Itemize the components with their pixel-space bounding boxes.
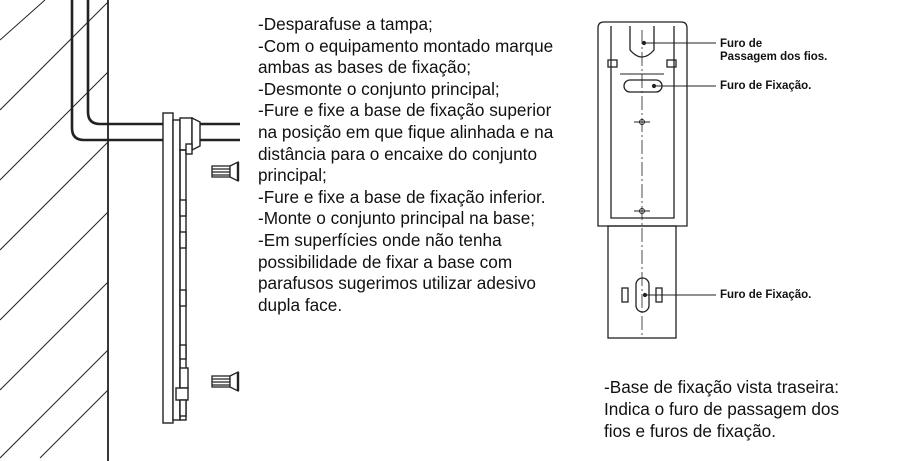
instruction-step: -Desparafuse a tampa; — [258, 14, 433, 34]
fixing-hole-top-label: Furo de Fixação. — [720, 80, 812, 92]
caption-line: -Base de fixação vista traseira: — [604, 377, 840, 397]
leader-lines — [641, 40, 716, 298]
caption-line: fios e furos de fixação. — [604, 421, 776, 441]
wire-passage-label-line2: Passagem dos fios. — [720, 50, 828, 63]
screw-bottom — [211, 370, 240, 393]
side-slot-left — [607, 59, 618, 68]
wires — [70, 0, 240, 142]
caption-line: Indica o furo de passagem dos — [604, 399, 840, 419]
instruction-step: -Monte o conjunto principal na base; — [258, 208, 536, 229]
crosshair-mark — [634, 119, 650, 214]
wall-hatching — [0, 0, 109, 459]
fixing-hole-bottom-label: Furo de Fixação. — [720, 289, 812, 301]
device-side-profile — [162, 112, 201, 424]
instruction-step: -Com o equipamento montado marque ambas … — [258, 35, 554, 78]
base-rear-view — [597, 21, 688, 339]
side-slot-right — [666, 59, 677, 68]
instruction-step: -Fure e fixe a base de fixação superior … — [258, 100, 554, 186]
base-rear-caption: -Base de fixação vista traseira: Indica … — [604, 376, 899, 442]
wire-passage-hole — [629, 26, 655, 58]
instruction-step: -Fure e fixe a base de fixação inferior. — [258, 186, 546, 207]
instruction-step: -Em superfícies onde não tenha possibili… — [258, 229, 536, 315]
instruction-list: -Desparafuse a tampa; -Com o equipamento… — [258, 14, 558, 316]
screw-top — [211, 160, 240, 183]
wire-passage-label-line1: Furo de — [720, 38, 763, 50]
wire-passage-label: Furo de Passagem dos fios. — [720, 38, 827, 63]
instruction-step: -Desmonte o conjunto principal; — [258, 78, 500, 99]
